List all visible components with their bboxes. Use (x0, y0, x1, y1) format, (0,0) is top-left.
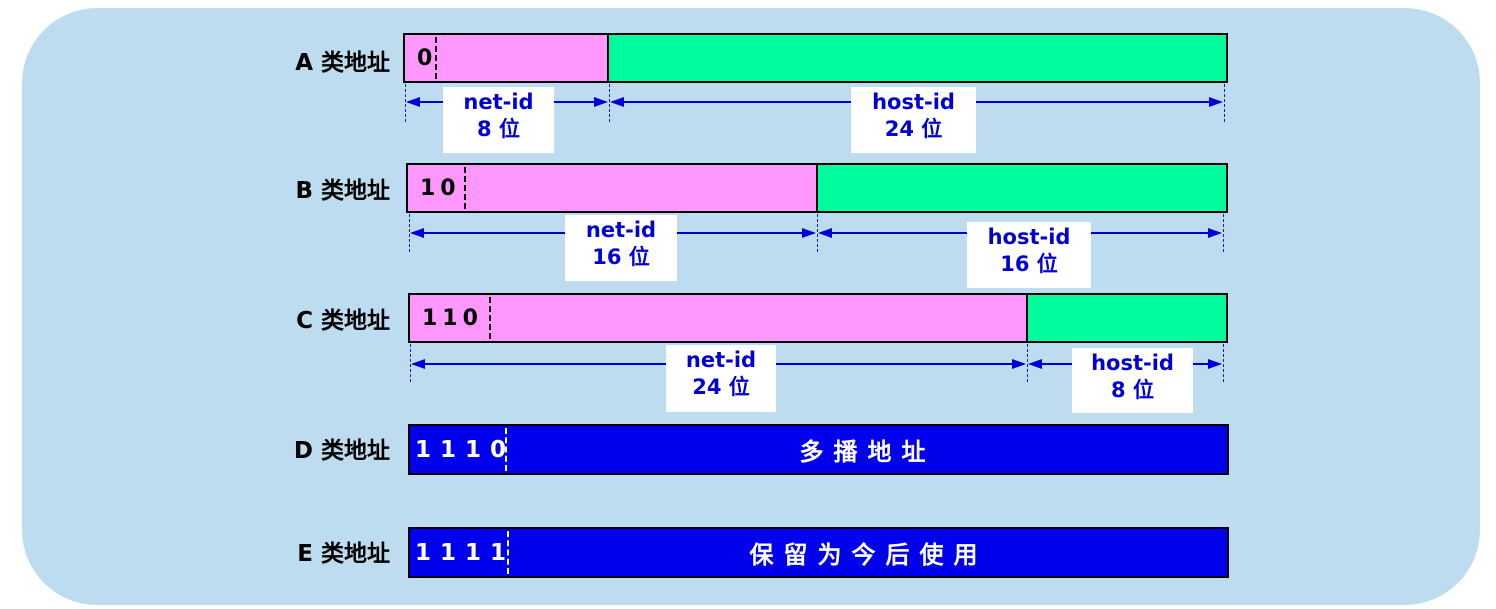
row-a-net-id-label: net-id (463, 90, 534, 114)
row-d-prefix-bits: 1110 (415, 436, 516, 463)
row-c-host-id-label: host-id (1091, 351, 1174, 375)
row-b-tick-end (1223, 214, 1224, 252)
row-c-net-id-annotation: net-id 24 位 (666, 345, 776, 412)
row-a-tick-end (1224, 84, 1225, 122)
row-e-prefix-bits: 1111 (415, 539, 516, 566)
row-b-net-id-annotation: net-id 16 位 (565, 215, 677, 281)
row-b-host-id-annotation: host-id 16 位 (967, 222, 1091, 288)
row-b-label: B 类地址 (295, 178, 390, 204)
row-a-label: A 类地址 (295, 50, 390, 76)
row-b-host-id-label: host-id (987, 225, 1071, 249)
row-a-prefix-separator (435, 37, 437, 79)
row-e-field: 1111 保留为今后使用 (408, 527, 1229, 578)
row-d-prefix-separator (505, 428, 507, 471)
row-b-prefix-separator (464, 167, 466, 209)
row-e-prefix-separator (507, 531, 509, 574)
row-e-content: 保留为今后使用 (749, 541, 988, 569)
row-b-net-id-bits: 16 位 (592, 245, 650, 269)
row-d-label: D 类地址 (293, 438, 390, 464)
row-d-field: 1110 多播地址 (408, 424, 1229, 475)
row-d-content: 多播地址 (799, 438, 936, 466)
row-b-net-id-field: 10 (406, 163, 820, 213)
row-b-net-id-label: net-id (585, 218, 657, 242)
row-a-net-id-field: 0 (403, 33, 611, 83)
row-c-host-id-annotation: host-id 8 位 (1072, 348, 1193, 413)
row-c-net-id-label: net-id (685, 348, 757, 372)
row-c-net-id-field: 110 (408, 293, 1030, 343)
row-a-tick-mid (609, 84, 610, 122)
row-c-label: C 类地址 (296, 308, 390, 334)
row-c-net-id-bits: 24 位 (692, 375, 750, 399)
row-e-label: E 类地址 (297, 541, 390, 567)
row-a-net-id-annotation: net-id 8 位 (443, 87, 554, 153)
row-b-prefix-bits: 10 (420, 175, 461, 201)
row-c-tick-mid (1027, 344, 1028, 382)
row-c-prefix-separator (489, 297, 491, 339)
row-c-host-id-bits: 8 位 (1111, 378, 1154, 402)
row-b-tick-mid (817, 214, 818, 252)
row-a-host-id-annotation: host-id 24 位 (851, 87, 976, 153)
row-b-host-id-field (816, 163, 1228, 213)
row-c-tick-end (1223, 344, 1224, 382)
row-c-tick-start (410, 344, 411, 382)
row-b-host-id-bits: 16 位 (1000, 252, 1058, 276)
row-a-host-id-bits: 24 位 (884, 117, 943, 141)
row-c-host-id-field (1026, 293, 1228, 343)
row-b-tick-start (409, 214, 410, 252)
row-c-prefix-bits: 110 (422, 305, 483, 331)
row-a-prefix-bits: 0 (417, 45, 438, 71)
row-a-host-id-field (607, 33, 1228, 83)
row-a-net-id-bits: 8 位 (477, 117, 520, 141)
row-a-host-id-label: host-id (872, 90, 955, 114)
row-a-tick-start (405, 84, 406, 122)
